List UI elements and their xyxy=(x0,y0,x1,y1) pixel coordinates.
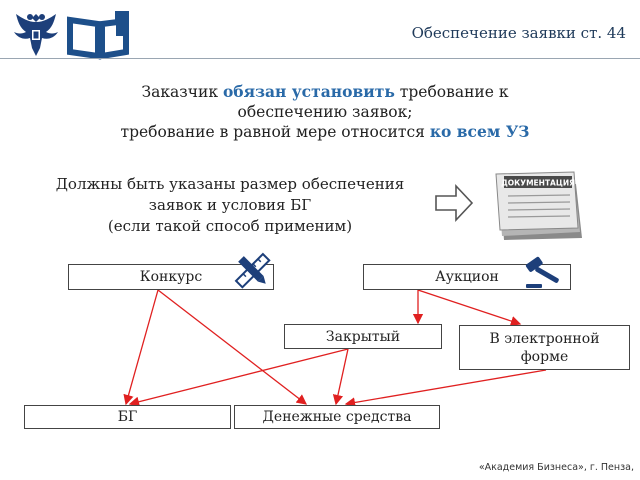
header-divider xyxy=(0,58,640,59)
lead-line-3-a: требование в равной мере относится xyxy=(120,123,430,141)
lead-line-3: требование в равной мере относится ко вс… xyxy=(90,122,560,142)
requirement-line-1: Должны быть указаны размер обеспечения xyxy=(55,175,405,193)
arrow-elektron-money xyxy=(344,369,547,408)
elektron-label-line-1: В электронной xyxy=(489,330,600,347)
page-title: Обеспечение заявки ст. 44 xyxy=(411,24,626,42)
arrow-auktsion-elektron xyxy=(417,289,522,327)
lead-line-1-a: Заказчик xyxy=(141,83,223,101)
zakryty-box: Закрытый xyxy=(284,324,442,349)
auktsion-label: Аукцион xyxy=(435,269,499,285)
arrow-konkurs-bg xyxy=(123,289,159,406)
documents-label: ДОКУМЕНТАЦИЯ xyxy=(501,179,575,188)
arrow-zakryty-money xyxy=(332,348,349,406)
konkurs-label: Конкурс xyxy=(139,269,203,285)
lead-paragraph: Заказчик обязан установить требование к … xyxy=(90,82,560,142)
arrow-zakryty-bg xyxy=(128,348,349,407)
elektron-label: В электронной форме xyxy=(489,330,599,366)
elektron-box: В электронной форме xyxy=(459,325,630,370)
documents-stack-icon: ДОКУМЕНТАЦИЯ xyxy=(495,171,582,240)
lead-line-2: обеспечению заявок; xyxy=(237,103,413,121)
bg-label: БГ xyxy=(117,409,138,425)
coat-of-arms-icon xyxy=(14,14,58,56)
requirement-paragraph: Должны быть указаны размер обеспечения з… xyxy=(20,174,440,237)
footer-credit: «Академия Бизнеса», г. Пенза, xyxy=(478,462,634,473)
elektron-label-line-2: форме xyxy=(520,348,569,365)
bg-box: БГ xyxy=(24,405,231,429)
right-arrow-icon xyxy=(435,183,474,223)
money-box: Денежные средства xyxy=(234,405,440,429)
gavel-icon xyxy=(525,256,559,288)
money-label: Денежные средства xyxy=(262,409,412,425)
requirement-line-3: (если такой способ применим) xyxy=(107,217,353,235)
requirement-line-2: заявок и условия БГ xyxy=(148,196,312,214)
lead-line-1-c: требование к xyxy=(394,83,509,101)
lead-highlight-obligation: обязан установить xyxy=(222,82,395,101)
open-book-icon xyxy=(67,11,129,60)
lead-highlight-all: ко всем УЗ xyxy=(429,122,530,141)
lead-line-1: Заказчик обязан установить требование к xyxy=(90,82,560,102)
pencil-ruler-icon xyxy=(234,252,271,289)
zakryty-label: Закрытый xyxy=(325,328,401,345)
